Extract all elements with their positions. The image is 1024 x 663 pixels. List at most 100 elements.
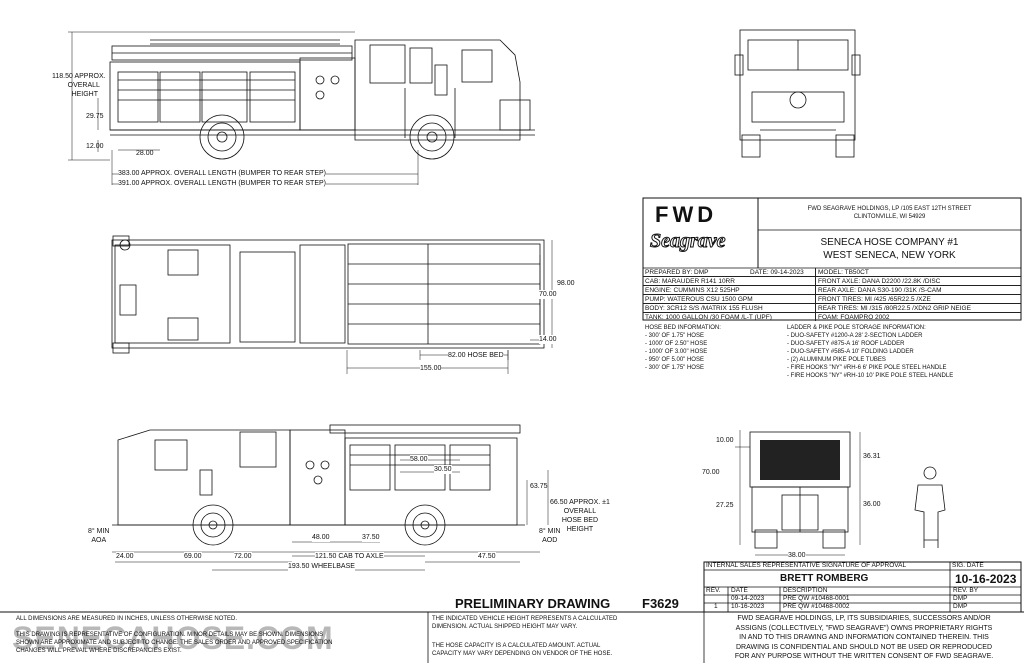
capacity-note-line-2: CAPACITY MAY VARY DEPENDING ON VENDOR OF… (432, 651, 613, 657)
dim-391-length: 391.00 APPROX. OVERALL LENGTH (BUMPER TO… (118, 179, 326, 188)
dim-36: 36.00 (863, 501, 881, 508)
dim-63-75: 63.75 (530, 483, 548, 490)
ladder-item: - DUO-SAFETY #585-A 10' FOLDING LADDER (787, 349, 914, 355)
revision-rev: 1 (714, 603, 718, 610)
spec-rear-axle: REAR AXLE: DANA S30-190 /31K /S-CAM (815, 286, 1021, 295)
aoa-line-2: AOA (91, 537, 107, 544)
hose-bed-height-label: 66.50 APPROX. ±1 OVERALL HOSE BED HEIGHT (550, 498, 610, 534)
aod-line-2: AOD (542, 537, 558, 544)
revision-date: 09-14-2023 (731, 595, 765, 602)
company-address: FWD SEAGRAVE HOLDINGS, LP /105 EAST 12TH… (762, 205, 1017, 221)
hose-bed-height-line-1: 66.50 APPROX. ±1 (550, 499, 610, 506)
disclaimer-line-1: THIS DRAWING IS REPRESENTATIVE OF CONFIG… (16, 632, 324, 638)
hose-capacity-note: THE HOSE CAPACITY IS A CALCULATED AMOUNT… (432, 642, 612, 658)
disclaimer-line-2: SHOWN ARE APPROXIMATE AND SUBJECT TO CHA… (16, 640, 333, 646)
revision-date: 10-16-2023 (731, 603, 765, 610)
dim-12: 12.00 (86, 143, 104, 150)
dim-24: 24.00 (116, 552, 134, 561)
address-line-1: FWD SEAGRAVE HOLDINGS, LP /105 EAST 12TH… (807, 206, 972, 212)
dimensions-note: ALL DIMENSIONS ARE MEASURED IN INCHES, U… (16, 616, 238, 622)
height-note: THE INDICATED VEHICLE HEIGHT REPRESENTS … (432, 615, 617, 631)
rev-by-header: REV. BY (953, 587, 979, 594)
seagrave-logo: Seagrave (650, 230, 727, 253)
dim-wheelbase: 193.50 WHEELBASE (288, 562, 355, 571)
dim-383-length: 383.00 APPROX. OVERALL LENGTH (BUMPER TO… (118, 169, 326, 178)
dim-70-rear: 70.00 (702, 468, 720, 477)
dim-29-75: 29.75 (86, 113, 104, 120)
rev-header: REV. (706, 587, 721, 594)
dim-47-50: 47.50 (478, 552, 496, 561)
ladder-item: - DUO-SAFETY #1200-A 28' 2-SECTION LADDE… (787, 333, 923, 339)
aod-label: 8° MIN AOD (539, 527, 560, 545)
hose-bed-info: HOSE BED INFORMATION: - 300' OF 1.75" HO… (645, 324, 721, 372)
dim-48: 48.00 (312, 533, 330, 542)
spec-front-axle: FRONT AXLE: DANA D2200 /22.8K /DISC (815, 277, 1021, 286)
proprietary-notice: FWD SEAGRAVE HOLDINGS, LP, ITS SUBSIDIAR… (708, 614, 1020, 662)
proprietary-line-2: ASSIGNS (COLLECTIVELY, "FWD SEAGRAVE") O… (735, 624, 993, 632)
model: MODEL: TB50CT (815, 268, 965, 276)
dim-38: 38.00 (788, 551, 806, 560)
ladder-item: - DUO-SAFETY #875-A 16' ROOF LADDER (787, 341, 905, 347)
disclaimer-line-3: CHANGES WILL PREVAIL WHERE DISCREPANCIES… (16, 648, 182, 654)
height-line-1: 118.50 APPROX. (52, 73, 106, 80)
ladder-info: LADDER & PIKE POLE STORAGE INFORMATION: … (787, 324, 953, 380)
approval-header: INTERNAL SALES REPRESENTATIVE SIGNATURE … (706, 562, 907, 569)
overall-height-label: 118.50 APPROX. OVERALL HEIGHT (52, 72, 106, 99)
spec-engine: ENGINE: CUMMINS X12 525HP (645, 287, 740, 294)
spec-front-tires: FRONT TIRES: MI /425 /65R22.5 /XZE (815, 295, 1021, 304)
hose-bed-height-line-4: HEIGHT (566, 526, 594, 533)
hose-item: - 1000' OF 2.50" HOSE (645, 341, 708, 347)
height-note-line-2: DIMENSION. ACTUAL SHIPPED HEIGHT MAY VAR… (432, 624, 578, 630)
side-view-top-truck (109, 39, 535, 160)
aoa-label: 8° MIN AOA (88, 527, 109, 545)
spec-table: PREPARED BY: DMP DATE: 09-14-2023 MODEL:… (643, 268, 1021, 321)
ladder-title: LADDER & PIKE POLE STORAGE INFORMATION: (787, 325, 926, 331)
ladder-item: - FIRE HOOKS "NY" #RH-10 10' PIKE POLE S… (787, 373, 954, 379)
hose-bed-height-line-3: HOSE BED (561, 517, 599, 524)
height-note-line-1: THE INDICATED VEHICLE HEIGHT REPRESENTS … (432, 616, 618, 622)
hose-item: - 300' OF 1.75" HOSE (645, 365, 704, 371)
revision-by: DMP (953, 595, 968, 602)
approver-name: BRETT ROMBERG (780, 573, 869, 584)
preliminary-drawing-title: PRELIMINARY DRAWING (455, 596, 611, 611)
dim-69: 69.00 (184, 552, 202, 561)
description-header: DESCRIPTION (783, 587, 828, 594)
dim-10-rear: 10.00 (716, 437, 734, 444)
dim-98: 98.00 (557, 280, 575, 287)
proprietary-line-1: FWD SEAGRAVE HOLDINGS, LP, ITS SUBSIDIAR… (737, 615, 991, 622)
date-header: DATE (731, 587, 748, 594)
ladder-item: - FIRE HOOKS "NY" #RH-6 6' PIKE POLE STE… (787, 365, 947, 371)
revision-by: DMP (953, 603, 968, 610)
revision-desc: PRE QW #10468-0002 (783, 603, 850, 610)
dim-30-50: 30.50 (434, 465, 452, 474)
dim-82-hose-bed: 82.00 HOSE BED (448, 351, 504, 360)
proprietary-line-3: IN AND TO THIS DRAWING AND INFORMATION C… (739, 634, 989, 642)
prepared-by: PREPARED BY: DMP (645, 269, 709, 276)
watermark: SENECAHOSE.COM (12, 620, 334, 656)
aoa-line-1: 8° MIN (88, 528, 110, 535)
dim-121-50-cab-to-axle: 121.50 CAB TO AXLE (315, 552, 384, 561)
customer-line-1: SENECA HOSE COMPANY #1 (820, 237, 959, 248)
dim-72: 72.00 (234, 552, 252, 561)
customer-name: SENECA HOSE COMPANY #1 WEST SENECA, NEW … (762, 236, 1017, 262)
fwd-logo: FWD (655, 202, 718, 227)
drawing-number: F3629 (642, 596, 679, 611)
ladder-item: - (2) ALUMINUM PIKE POLE TUBES (787, 357, 886, 363)
customer-line-2: WEST SENECA, NEW YORK (823, 250, 956, 261)
height-line-2: OVERALL (67, 82, 100, 89)
side-view-bottom-truck (112, 424, 525, 546)
aod-line-1: 8° MIN (539, 528, 561, 535)
dim-36-31: 36.31 (863, 453, 881, 460)
proprietary-line-5: FOR ANY PURPOSE WITHOUT THE WRITTEN CONS… (734, 653, 994, 661)
front-view-truck (734, 29, 861, 158)
disclaimer-note: THIS DRAWING IS REPRESENTATIVE OF CONFIG… (16, 631, 332, 655)
spec-pump: PUMP: WATEROUS CSU 1500 GPM (645, 296, 753, 303)
firefighter-scale-figure (914, 466, 946, 548)
hose-bed-title: HOSE BED INFORMATION: (645, 325, 721, 331)
spec-rear-tires: REAR TIRES: MI /315 /80R22.5 /XDN2 GRIP … (815, 304, 1021, 313)
rear-view-truck (749, 431, 851, 549)
dim-70-plan: 70.00 (539, 290, 557, 299)
dim-155: 155.00 (420, 364, 442, 373)
address-line-2: CLINTONVILLE, WI 54929 (853, 214, 926, 220)
